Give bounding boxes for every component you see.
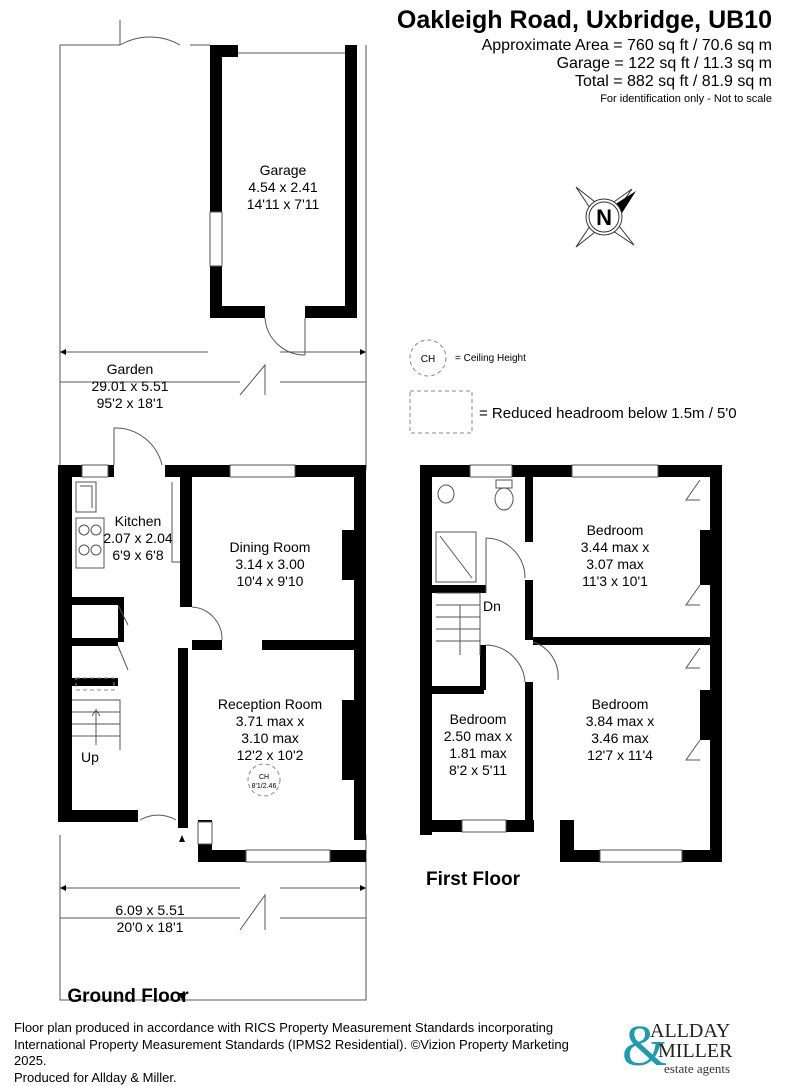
front-garden-metric: 6.09 x 5.51 — [115, 902, 184, 918]
footer-line-1: Floor plan produced in accordance with R… — [14, 1020, 604, 1037]
compass-north-label: N — [596, 205, 612, 230]
legend-reduced-text: = Reduced headroom below 1.5m / 5'0 — [479, 405, 737, 422]
first-floor-label: First Floor — [426, 869, 521, 890]
bedroom-front-metric-2: 3.46 max — [591, 730, 649, 746]
garden-imperial: 95'2 x 18'1 — [97, 395, 164, 411]
reception-name: Reception Room — [218, 696, 322, 712]
first-floor-walls — [420, 465, 722, 862]
footer-disclaimer: Floor plan produced in accordance with R… — [14, 1020, 604, 1086]
stairs-up-label: Up — [81, 749, 99, 765]
bedroom-top-imperial: 11'3 x 10'1 — [582, 573, 648, 589]
bedroom-small-imperial: 8'2 x 5'11 — [449, 762, 507, 778]
reception-metric-2: 3.10 max — [241, 730, 299, 746]
dining-metric: 3.14 x 3.00 — [235, 556, 304, 572]
dining-name: Dining Room — [230, 539, 311, 555]
dining-imperial: 10'4 x 9'10 — [237, 573, 304, 589]
kitchen-imperial: 6'9 x 6'8 — [112, 547, 163, 563]
legend-ch-text: = Ceiling Height — [455, 353, 526, 364]
garage-imperial: 14'11 x 7'11 — [247, 196, 320, 212]
reduced-headroom-symbol — [410, 391, 472, 433]
legend-ch-symbol: CH — [421, 354, 435, 365]
reception-ch-label: CH — [259, 774, 269, 781]
garden-name: Garden — [107, 361, 154, 377]
compass-icon: N — [576, 187, 636, 247]
footer-line-2: International Property Measurement Stand… — [14, 1037, 604, 1070]
bedroom-top-metric-1: 3.44 max x — [581, 539, 649, 555]
logo-line-3: estate agents — [664, 1061, 730, 1077]
bedroom-small-metric-1: 2.50 max x — [444, 728, 512, 744]
bedroom-small-name: Bedroom — [450, 711, 507, 727]
bedroom-top-metric-2: 3.07 max — [586, 556, 644, 572]
logo-line-2: MILLER — [658, 1040, 732, 1063]
footer-line-3: Produced for Allday & Miller. — [14, 1070, 604, 1086]
kitchen-metric: 2.07 x 2.04 — [103, 530, 172, 546]
ground-floor-labels: Garage 4.54 x 2.41 14'11 x 7'11 Garden 2… — [67, 162, 322, 1007]
garage-metric: 4.54 x 2.41 — [248, 179, 317, 195]
ground-floor-label: Ground Floor — [67, 986, 189, 1007]
bedroom-front-imperial: 12'7 x 11'4 — [587, 747, 653, 763]
legend: CH = Ceiling Height = Reduced headroom b… — [410, 340, 737, 433]
reception-ch-value: 8'1/2.46 — [252, 783, 277, 790]
bedroom-top-name: Bedroom — [587, 522, 644, 538]
allday-miller-logo: & ALLDAY MILLER estate agents — [622, 1020, 762, 1076]
reception-imperial: 12'2 x 10'2 — [237, 747, 304, 763]
front-garden-imperial: 20'0 x 18'1 — [117, 919, 184, 935]
bedroom-small-metric-2: 1.81 max — [449, 745, 507, 761]
ground-floor-walls — [58, 428, 366, 862]
kitchen-name: Kitchen — [115, 513, 162, 529]
bedroom-front-metric-1: 3.84 max x — [586, 713, 654, 729]
stairs-down-label: Dn — [483, 598, 501, 614]
reception-metric-1: 3.71 max x — [236, 713, 304, 729]
garden-metric: 29.01 x 5.51 — [91, 378, 168, 394]
first-floor-labels: Bedroom 3.44 max x 3.07 max 11'3 x 10'1 … — [426, 522, 654, 890]
bedroom-front-name: Bedroom — [592, 696, 649, 712]
garage-name: Garage — [260, 162, 307, 178]
